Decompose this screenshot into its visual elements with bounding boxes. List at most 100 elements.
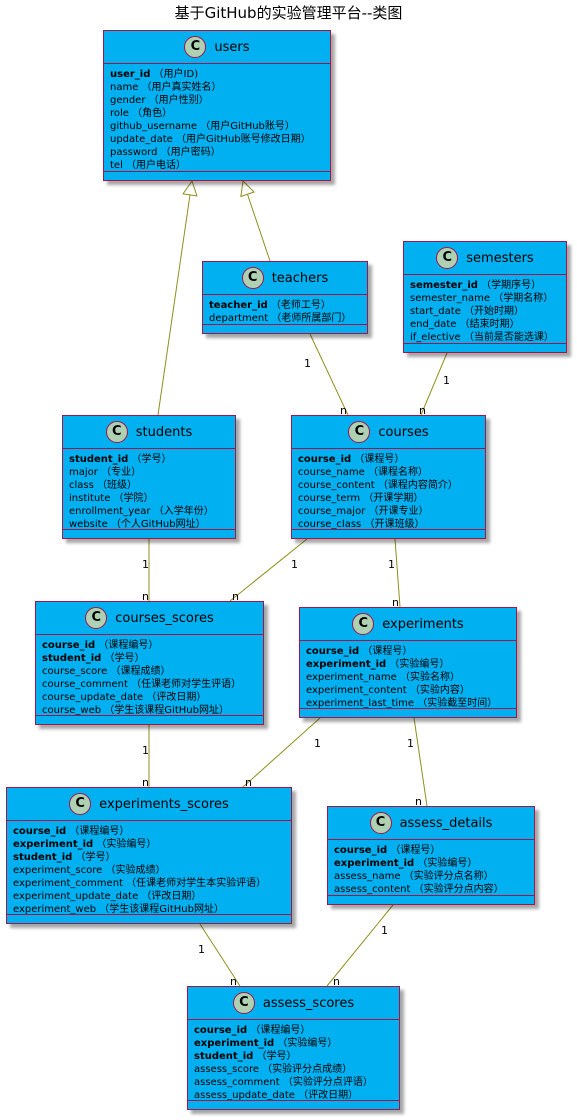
attribute-name: course_name (298, 467, 365, 478)
attribute-list: teacher_id （老师工号）department （老师所属部门） (203, 295, 367, 325)
attribute-row: user_id （用户ID) (110, 68, 324, 81)
class-name: assess_details (399, 815, 493, 831)
attribute-row: experiment_id （实验编号） (306, 658, 510, 671)
attribute-name: experiment_name (306, 672, 397, 683)
attribute-description: （课程号） (387, 845, 441, 856)
methods-compartment (188, 1100, 399, 1101)
multiplicity-one: 1 (314, 737, 321, 750)
attribute-row: course_name （课程名称） (298, 466, 479, 479)
attribute-key-name: experiment_id (306, 659, 387, 670)
attribute-description: （学期名称） (490, 293, 554, 304)
attribute-description: （开课学期） (360, 493, 424, 504)
attribute-list: course_id （课程号）experiment_id （实验编号）asses… (328, 840, 534, 896)
attribute-row: student_id （学号） (42, 652, 257, 665)
attribute-row: course_id （课程编号） (42, 639, 257, 652)
attribute-key-name: course_id (306, 646, 360, 657)
attribute-description: （学号） (128, 454, 172, 465)
attribute-name: course_score (42, 666, 108, 677)
multiplicity-one: 1 (407, 737, 414, 750)
attribute-description: （学院） (110, 493, 154, 504)
attribute-row: experiment_comment （任课老师对学生本实验评语） (13, 877, 285, 890)
attribute-row: course_web （学生该课程GitHub网址） (42, 704, 257, 717)
attribute-key-name: course_id (298, 454, 352, 465)
methods-compartment (7, 914, 291, 915)
attribute-name: course_class (298, 519, 362, 530)
multiplicity-many: n (230, 975, 237, 988)
multiplicity-one: 1 (443, 374, 450, 387)
attribute-row: student_id （学号） (13, 851, 285, 864)
association-line-experiments-to-experiments-scores (242, 717, 321, 788)
attribute-list: student_id （学号）major （专业）class （班级）insti… (63, 449, 235, 531)
attribute-list: user_id （用户ID)name （用户真实姓名）gender （用户性别）… (104, 64, 330, 172)
attribute-description: （老师工号） (267, 300, 331, 311)
attribute-row: gender （用户性别） (110, 94, 324, 107)
attribute-description: （评改日期） (294, 1090, 359, 1101)
attribute-name: github_username (110, 121, 198, 132)
attribute-row: experiment_last_time （实验截至时间） (306, 697, 510, 710)
attribute-key-name: course_id (334, 845, 388, 856)
attribute-row: course_id （课程号） (334, 844, 528, 857)
class-c-icon: C (232, 992, 255, 1014)
attribute-name: department (209, 313, 269, 324)
attribute-description: （课程内容简介） (374, 480, 458, 491)
attribute-key-name: course_id (194, 1025, 248, 1036)
attribute-key-name: experiment_id (194, 1038, 275, 1049)
attribute-row: tel （用户电话） (110, 159, 324, 172)
attribute-row: course_comment （任课老师对学生评语） (42, 678, 257, 691)
attribute-description: （开始时期） (460, 306, 525, 317)
class-name: users (214, 39, 250, 55)
attribute-row: class （班级） (69, 479, 229, 492)
class-name: teachers (271, 270, 329, 286)
attribute-description: （实验评分点评语） (279, 1077, 373, 1088)
class-name: assess_scores (262, 995, 355, 1011)
multiplicity-many: n (232, 590, 239, 603)
attribute-row: name （用户真实姓名） (110, 81, 324, 94)
attribute-description: （实验编号） (274, 1038, 338, 1049)
attribute-name: end_date (410, 319, 457, 330)
attribute-row: institute （学院） (69, 492, 229, 505)
attribute-row: experiment_id （实验编号） (334, 857, 528, 870)
attribute-name: assess_score (194, 1064, 259, 1075)
attribute-list: course_id （课程编号）experiment_id （实验编号）stud… (188, 1020, 399, 1102)
attribute-name: course_comment (42, 679, 128, 690)
attribute-description: （用户电话） (122, 160, 187, 171)
attribute-name: experiment_web (13, 904, 97, 915)
attribute-row: semester_name （学期名称） (410, 292, 560, 305)
attribute-row: start_date （开始时期） (410, 305, 560, 318)
multiplicity-one: 1 (291, 558, 298, 571)
attribute-row: course_id （课程号） (298, 453, 479, 466)
attribute-description: （实验名称） (396, 672, 460, 683)
attribute-description: （用户ID) (150, 69, 199, 80)
attribute-row: student_id （学号） (194, 1050, 393, 1063)
multiplicity-many: n (415, 795, 422, 808)
class-c-icon: C (348, 421, 371, 443)
attribute-name: course_update_date (42, 692, 144, 703)
class-c-icon: C (105, 421, 128, 443)
attribute-description: （学生该课程GitHub网址） (101, 705, 229, 716)
attribute-name: update_date (110, 134, 173, 145)
attribute-key-name: student_id (194, 1051, 254, 1062)
association-line-teachers-to-courses (309, 333, 349, 416)
class-c-icon: C (369, 812, 392, 834)
attribute-description: （学号） (72, 852, 116, 863)
class-name: experiments (382, 616, 464, 632)
attribute-description: （个人GitHub网址） (107, 519, 206, 530)
attribute-name: enrollment_year (69, 506, 151, 517)
attribute-key-name: student_id (69, 454, 129, 465)
attribute-description: （学期序号） (477, 280, 542, 291)
attribute-name: experiment_score (13, 865, 103, 876)
attribute-row: assess_comment （实验评分点评语） (194, 1076, 393, 1089)
attribute-name: name (110, 82, 139, 93)
attribute-description: （专业） (97, 467, 142, 478)
attribute-description: （实验成绩） (102, 865, 166, 876)
